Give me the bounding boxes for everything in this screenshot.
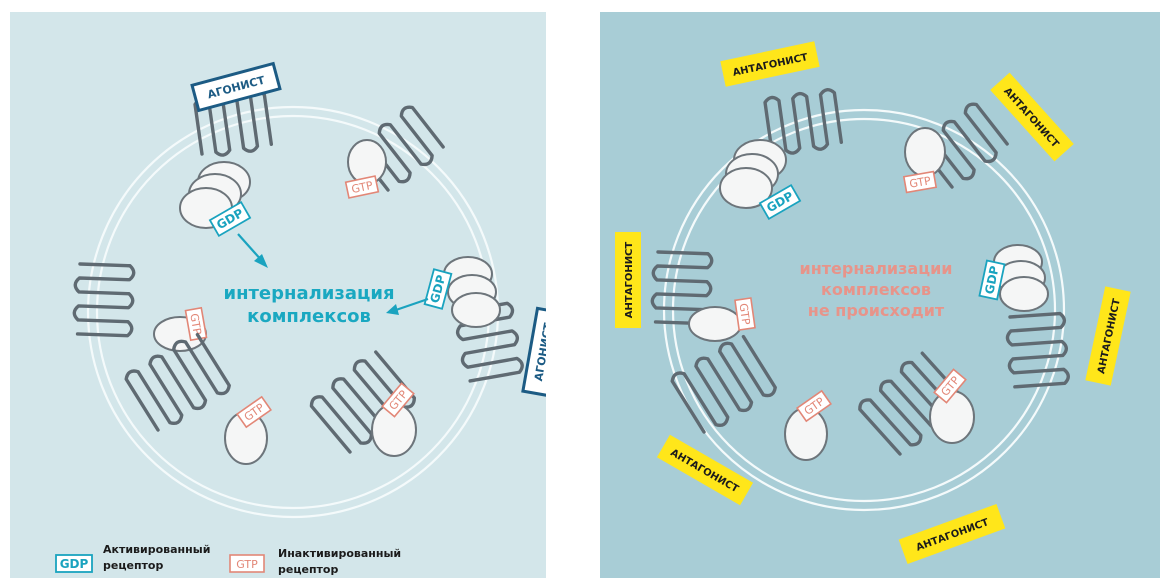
center-label-line1: интернализация xyxy=(223,283,394,304)
receptor-right: GDP xyxy=(978,244,1071,389)
activated-receptor-right: GDP АГОНИСТ xyxy=(423,256,546,398)
antagonist-label: АНТАГОНИСТ xyxy=(1085,286,1131,386)
center-label-line2: комплексов xyxy=(821,280,931,299)
inactive-receptor-bottom-right: GTP xyxy=(307,347,419,457)
internalization-arrow xyxy=(392,297,429,313)
inactive-receptor-bottom-left: GTP xyxy=(122,329,272,465)
antagonist-label: АНТАГОНИСТ xyxy=(720,41,820,87)
antagonist-label: АНТАГОНИСТ xyxy=(615,232,641,328)
gtp-tag: GTP xyxy=(350,179,374,196)
gtp-tag: GTP xyxy=(187,312,204,336)
legend-inactivated-line2: рецептор xyxy=(278,563,338,576)
arrow-head xyxy=(386,304,399,315)
agonist-panel: GDP АГОНИСТ GDP АГОНИСТ GTP xyxy=(10,12,546,578)
cell-membrane-outer xyxy=(662,108,1066,512)
receptor-bottom-right: GTP xyxy=(855,348,975,459)
receptor-left: GTP xyxy=(649,250,756,342)
center-label-line3: не происходит xyxy=(808,301,945,320)
center-label-line2: комплексов xyxy=(247,306,371,327)
receptor-top-left: GDP xyxy=(719,87,844,221)
legend-gtp-tag: GTP xyxy=(236,558,258,571)
inactive-receptor-left: GTP xyxy=(71,262,208,352)
legend-gdp-tag: GDP xyxy=(60,557,89,571)
legend-activated-line2: рецептор xyxy=(103,559,163,572)
svg-text:АНТАГОНИСТ: АНТАГОНИСТ xyxy=(624,242,635,319)
antagonist-panel: GDP АНТАГОНИСТ GTP АНТАГОНИСТ GTP АНТАГО… xyxy=(600,12,1160,578)
activated-receptor-top: GDP АГОНИСТ xyxy=(179,61,282,238)
legend-activated-line1: Активированный xyxy=(103,543,210,556)
gtp-tag: GTP xyxy=(908,174,932,191)
center-label-line1: интернализации xyxy=(800,259,953,278)
inactive-receptor-top-right: GTP xyxy=(344,102,448,199)
gtp-tag: GTP xyxy=(737,303,753,326)
gdp-tag: GDP xyxy=(982,264,1002,295)
arrow-head xyxy=(254,254,268,268)
legend: GDP Активированный рецептор GTP Инактиви… xyxy=(55,543,401,576)
receptor-top-right: GTP xyxy=(902,99,1012,194)
antagonist-label: АНТАГОНИСТ xyxy=(898,503,1006,565)
legend-inactivated-line1: Инактивированный xyxy=(278,547,401,560)
